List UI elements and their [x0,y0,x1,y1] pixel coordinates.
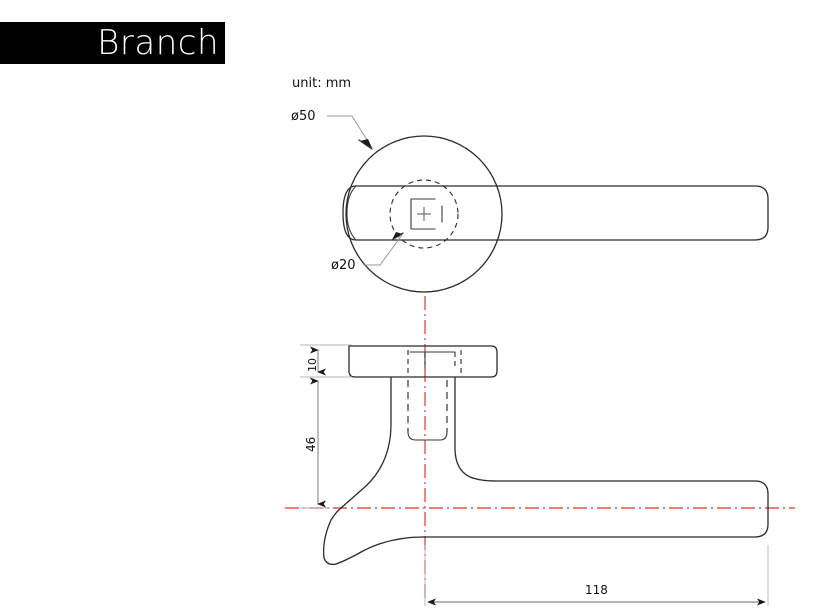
title-banner: Branch [0,22,225,64]
top-view-lever-end-cap [346,185,357,241]
side-view-lever-tail [323,507,424,566]
side-view-lever-bar-top [422,480,769,538]
leader-line-rosette-diameter [327,115,373,149]
top-view-center-crosshair [417,207,431,221]
dimension-label-rosette-diameter: ø50 [291,109,316,124]
leader-arrow-rosette-diameter [360,139,372,148]
side-view-group [285,296,795,602]
side-view-neck-right-profile [454,376,497,482]
page-title: Branch [97,23,219,63]
dimension-label-spindle-hole: ø20 [331,258,356,273]
top-view-spindle-circle [389,179,459,249]
leader-line-spindle-hole [363,234,403,266]
leader-arrow-tail-spindle [392,232,404,240]
leader-arrow-tail-rosette [358,139,373,150]
side-view-rosette-plate [348,345,498,378]
top-view-spindle-socket [410,198,436,230]
top-view-rosette-circle [345,135,503,293]
top-view-lever-bar [342,185,769,241]
top-view-group [327,115,769,293]
side-view-neck-left-profile [340,376,392,509]
dimension-lines-group [300,344,769,606]
unit-note: unit: mm [292,76,352,91]
dimension-label-lever-length: 118 [585,583,608,597]
side-view-spindle-bore-bottom [407,431,448,441]
